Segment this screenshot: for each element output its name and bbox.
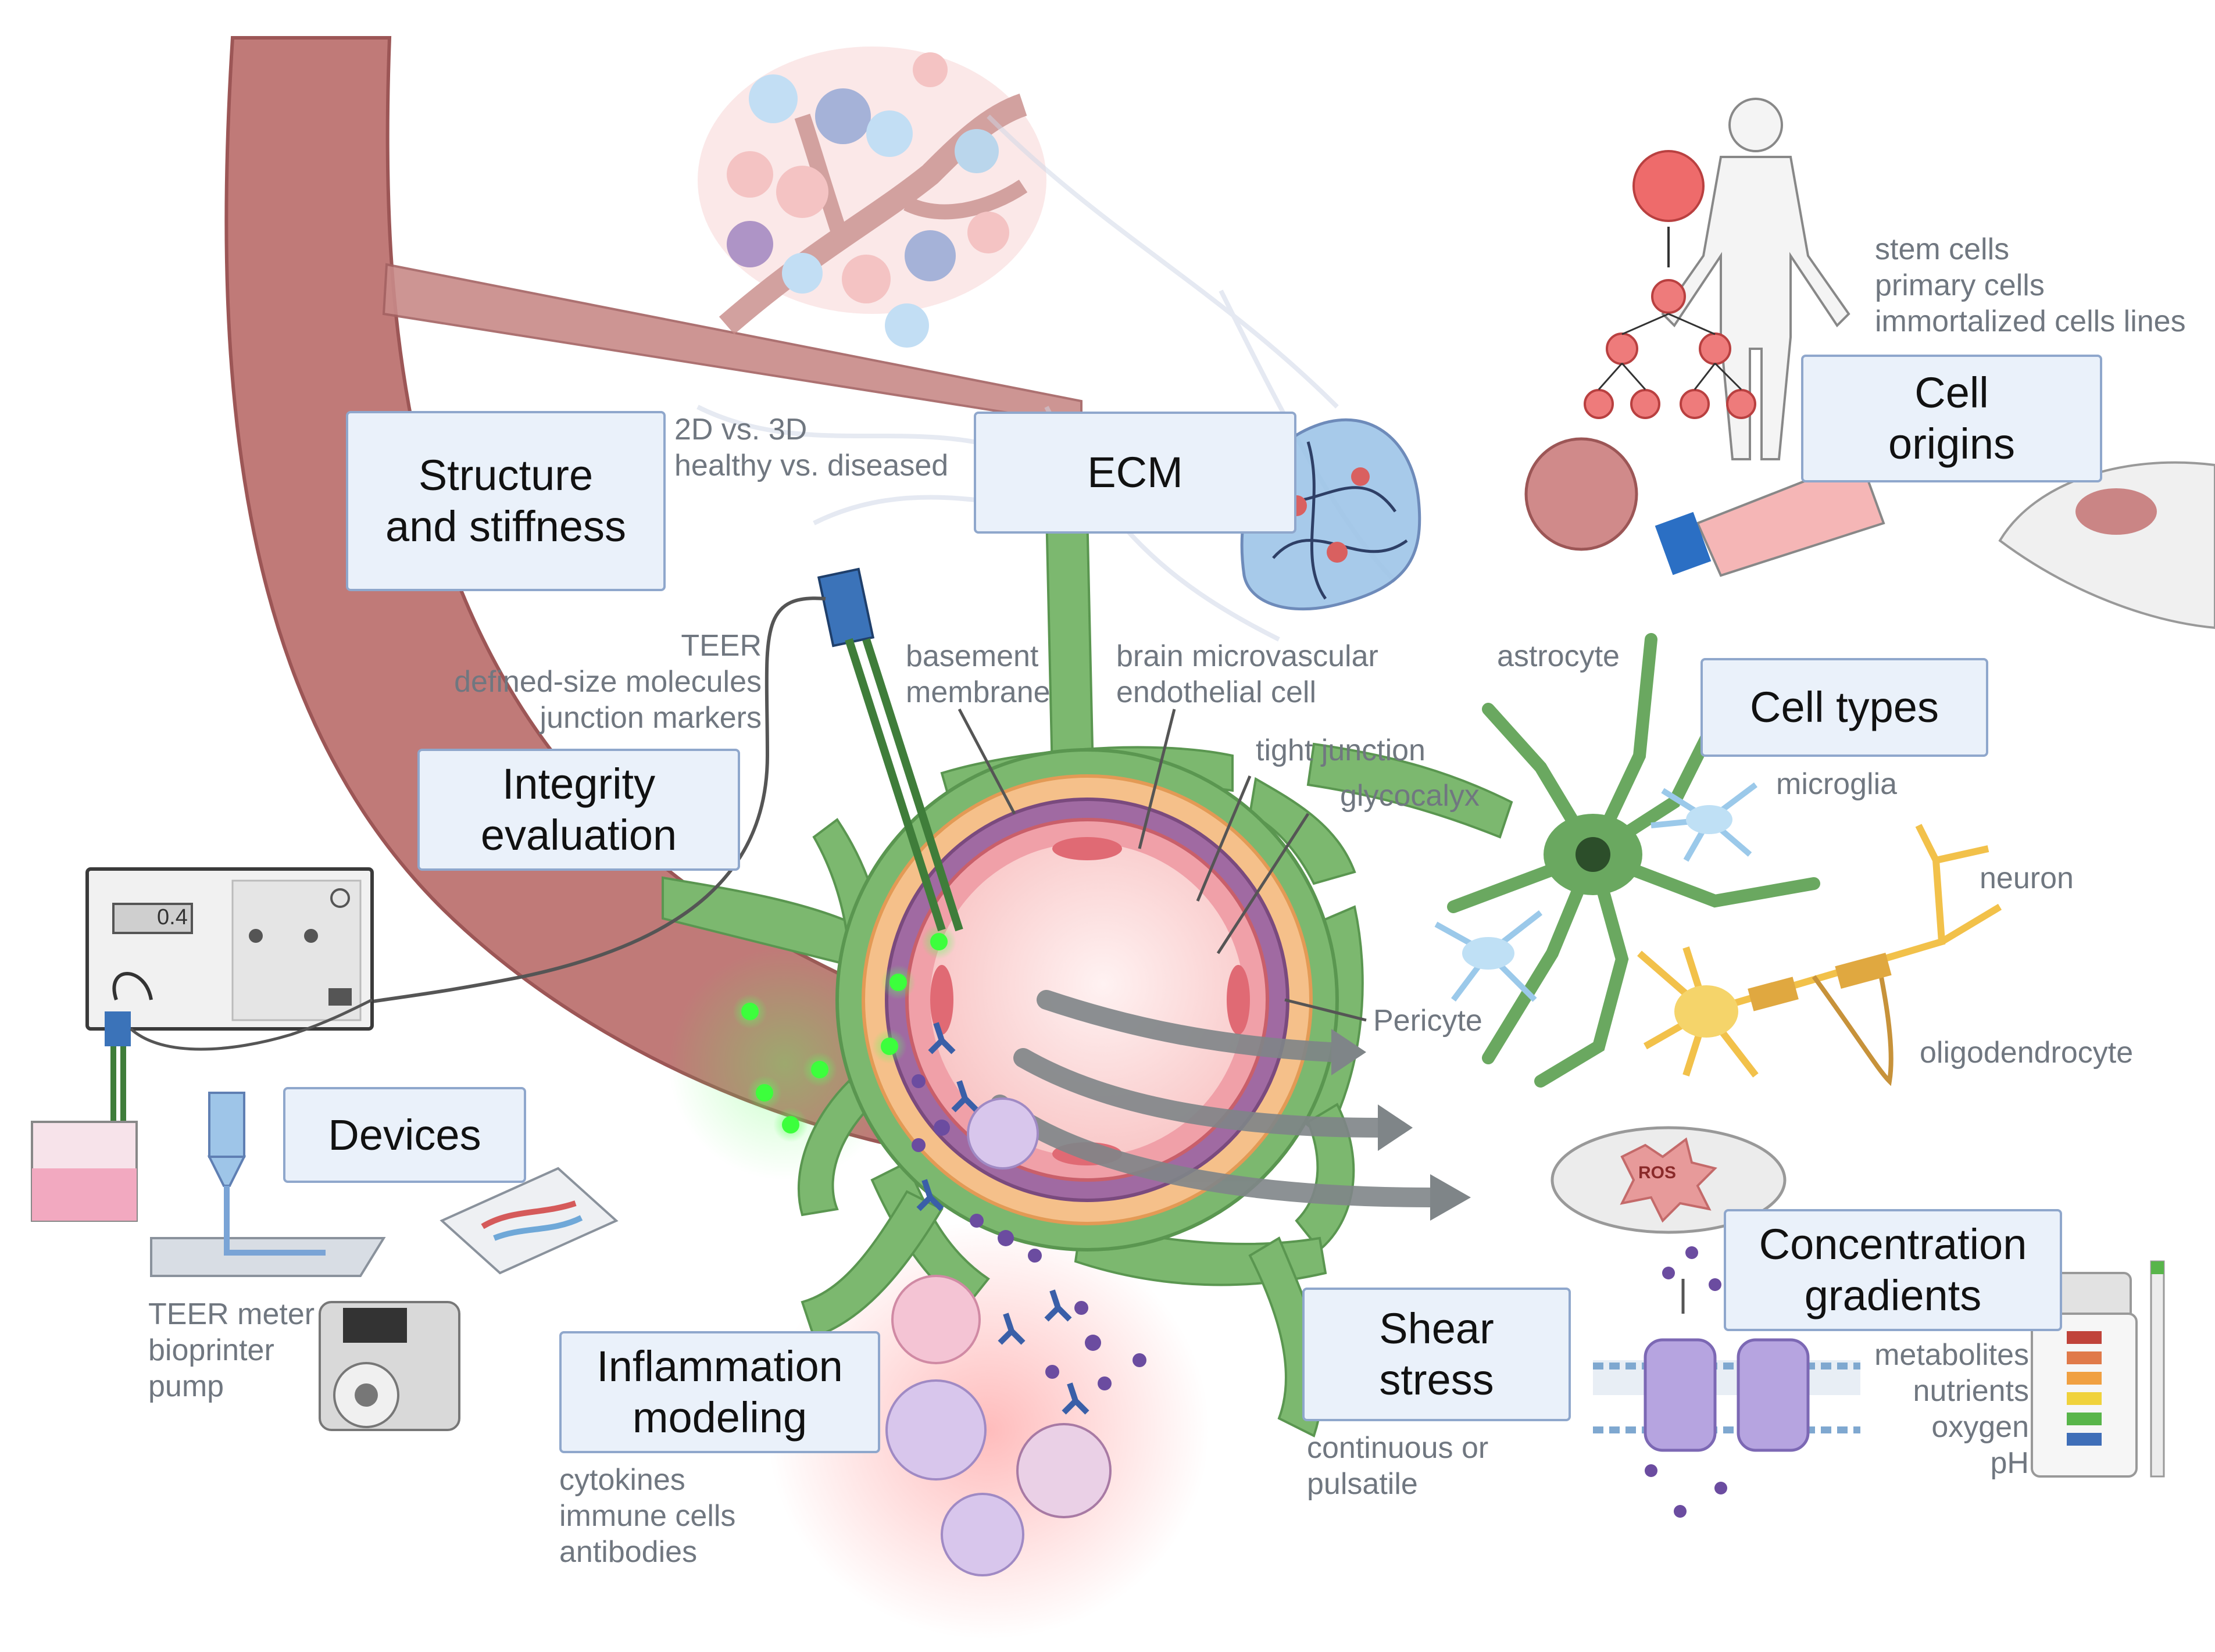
vessel-branch bbox=[382, 263, 1083, 426]
inflammation-notes: cytokines immune cells antibodies bbox=[559, 1463, 736, 1569]
peristaltic-pump bbox=[319, 1301, 460, 1431]
integrity-box: Integrity evaluation bbox=[417, 749, 740, 871]
integrity-title: Integrity evaluation bbox=[480, 760, 677, 859]
lumen bbox=[930, 843, 1244, 1157]
cell-origins-box: Cell origins bbox=[1801, 355, 2102, 482]
cytokines bbox=[912, 1074, 1146, 1390]
immune-cells bbox=[885, 1097, 1112, 1576]
glycocalyx-label: glycocalyx bbox=[1340, 779, 1480, 813]
inflammation-title: Inflammation modeling bbox=[596, 1342, 843, 1442]
shear-notes: continuous or pulsatile bbox=[1307, 1431, 1489, 1501]
tumor-cluster bbox=[698, 47, 1046, 348]
microglia-cells bbox=[1434, 782, 1757, 1002]
structure-box: Structure and stiffness bbox=[346, 411, 666, 591]
ecm-title: ECM bbox=[1087, 448, 1183, 496]
fluorescent-tracers bbox=[733, 924, 956, 1142]
teer-meter bbox=[31, 867, 374, 1222]
culture-flask bbox=[1655, 457, 1885, 577]
human-figure bbox=[1661, 98, 1850, 460]
device-notes: TEER meter bioprinter pump bbox=[148, 1297, 315, 1403]
structure-title: Structure and stiffness bbox=[385, 451, 627, 550]
astrocyte-label: astrocyte bbox=[1497, 639, 1620, 673]
pericyte-label: Pericyte bbox=[1373, 1004, 1482, 1038]
devices-box: Devices bbox=[283, 1087, 526, 1183]
ecm-box: ECM bbox=[974, 412, 1296, 534]
shear-title: Shear stress bbox=[1379, 1304, 1494, 1404]
structure-notes: 2D vs. 3D healthy vs. diseased bbox=[674, 413, 949, 482]
gradient-molecules bbox=[1645, 1246, 1727, 1518]
cell-origin-notes: stem cells primary cells immortalized ce… bbox=[1875, 233, 2186, 338]
teer-electrode bbox=[325, 567, 963, 1013]
neuron-cell bbox=[1637, 824, 2002, 1086]
tight-junction-label: tight junction bbox=[1256, 734, 1426, 767]
organoid bbox=[1524, 437, 1638, 551]
pointer-lines bbox=[958, 708, 1685, 1314]
cell-types-title: Cell types bbox=[1750, 683, 1939, 731]
bioprinter bbox=[150, 1092, 386, 1277]
endothelial-label: brain microvascular endothelial cell bbox=[1116, 639, 1378, 709]
stem-cell-tree bbox=[1584, 150, 1756, 419]
basement-membrane-label: basement membrane bbox=[906, 639, 1051, 709]
shear-box: Shear stress bbox=[1302, 1288, 1571, 1421]
cell-origins-title: Cell origins bbox=[1888, 369, 2015, 468]
microfluidic-chip bbox=[440, 1167, 619, 1275]
gradients-title: Concentration gradients bbox=[1759, 1220, 2027, 1320]
mitochondrion bbox=[1550, 1126, 1787, 1234]
integrity-notes: TEER defined-size molecules junction mar… bbox=[454, 629, 762, 735]
antibodies bbox=[916, 1022, 1089, 1415]
ros-label: ROS bbox=[1638, 1163, 1677, 1182]
gradient-notes: metabolites nutrients oxygen pH bbox=[1874, 1338, 2029, 1480]
membrane-channels bbox=[1593, 1338, 1860, 1452]
gradients-box: Concentration gradients bbox=[1724, 1209, 2062, 1331]
devices-title: Devices bbox=[328, 1110, 481, 1159]
neuron-label: neuron bbox=[1980, 861, 2074, 895]
microglia-label: microglia bbox=[1776, 767, 1898, 801]
mouse bbox=[1998, 461, 2215, 630]
inflammation-box: Inflammation modeling bbox=[559, 1331, 880, 1453]
cell-types-box: Cell types bbox=[1700, 658, 1988, 757]
teer-display: 0.4 bbox=[157, 905, 188, 929]
oligodendrocyte-label: oligodendrocyte bbox=[1920, 1036, 2134, 1070]
